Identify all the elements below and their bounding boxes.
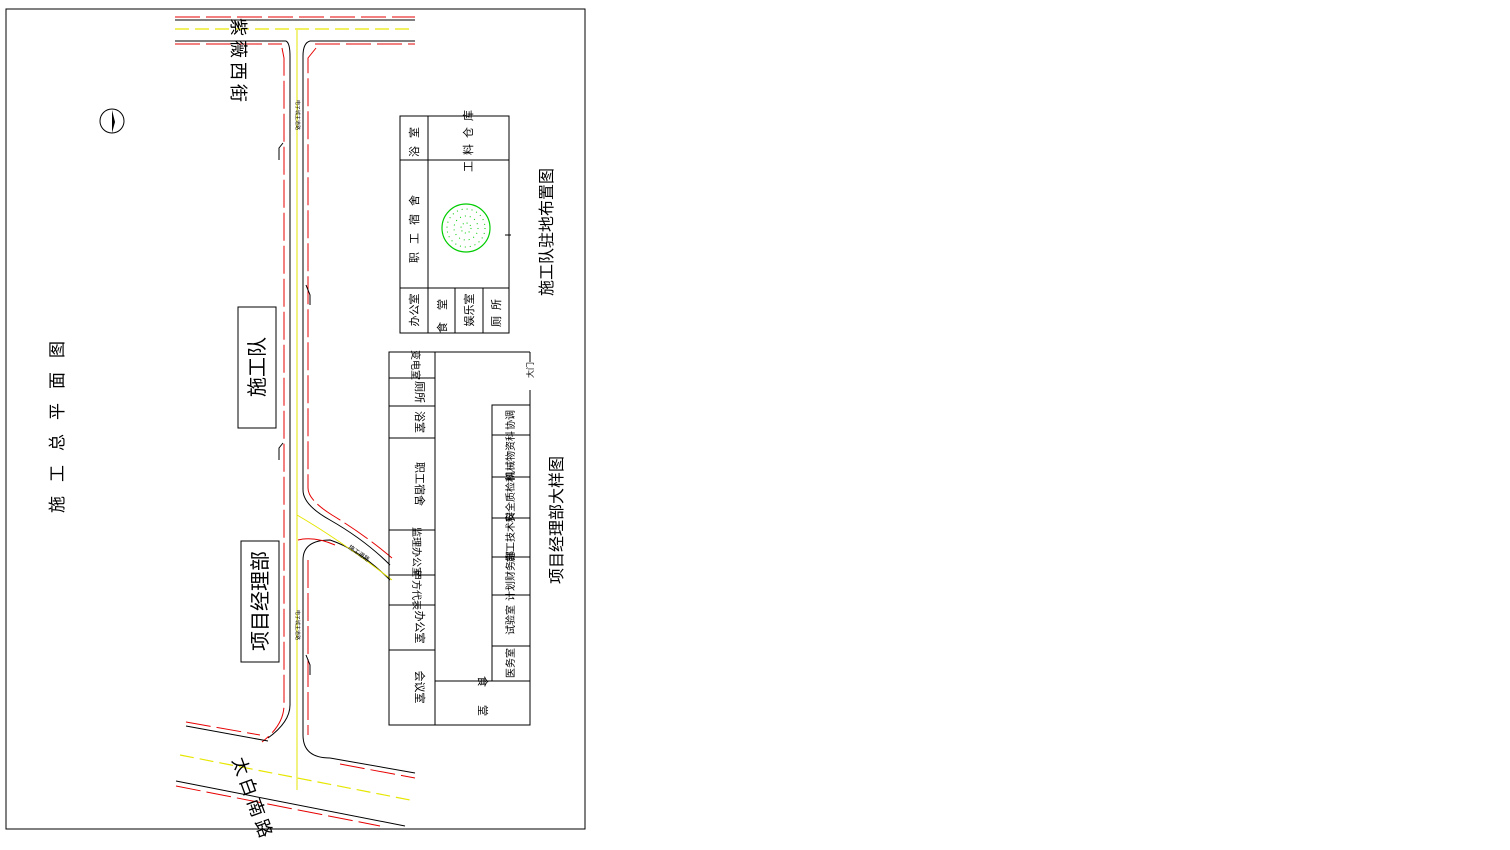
pm-coord: 协调 [504, 410, 517, 430]
pm-meeting: 会议室 [413, 671, 427, 704]
pm-layout [388, 351, 531, 726]
pm-supervisor: 监理办公室 [410, 527, 423, 577]
pm-bath: 浴室 [413, 411, 427, 433]
pm-medical: 医务室 [504, 648, 517, 678]
tree-circle-icon [441, 203, 491, 253]
pm-toilet: 厕所 [413, 381, 426, 403]
road-label: 电子城主道路 [294, 100, 301, 130]
camp-bath: 浴室 [407, 119, 421, 157]
pm-owner-rep: 甲方代表 [410, 570, 423, 610]
camp-title: 施工队驻地布置图 [537, 168, 556, 296]
camp-canteen: 食堂 [435, 287, 449, 333]
pm-canteen: 食堂 [476, 676, 490, 734]
pm-lab: 试验室 [504, 605, 517, 635]
pm-planning: 计划财务部 [504, 551, 517, 601]
camp-layout [399, 115, 511, 334]
pm-dorm: 职工宿舍 [413, 462, 427, 506]
camp-toilet: 厕所 [490, 293, 503, 327]
construction-team-label: 施工队 [245, 337, 269, 397]
camp-dorm: 职工宿舍 [407, 187, 421, 263]
main-title: 施工总平面图 [48, 327, 68, 513]
camp-warehouse: 工料仓库 [461, 104, 475, 172]
pm-detail-title: 项目经理部大样图 [547, 456, 566, 584]
road-label: 电子城主道路 [294, 610, 301, 640]
gate-label: 大门 [525, 362, 535, 378]
project-manager-label: 项目经理部 [248, 551, 272, 651]
project-manager-box [240, 540, 280, 663]
street-top-label: 紫薇西街 [227, 18, 248, 106]
north-arrow-icon [99, 108, 125, 134]
pm-safety: 安全质检科 [504, 472, 517, 522]
camp-office: 办公室 [407, 294, 421, 327]
pm-construction: 施工技术科 [504, 512, 517, 562]
drawing-frame [5, 8, 586, 830]
camp-recreation: 娱乐室 [462, 294, 476, 327]
pm-substation: 变电室 [409, 350, 422, 380]
pm-machinery: 机械物资科 [504, 431, 517, 481]
pm-office: 办公室 [413, 611, 427, 644]
roads [175, 16, 416, 827]
construction-team-box [237, 306, 277, 429]
